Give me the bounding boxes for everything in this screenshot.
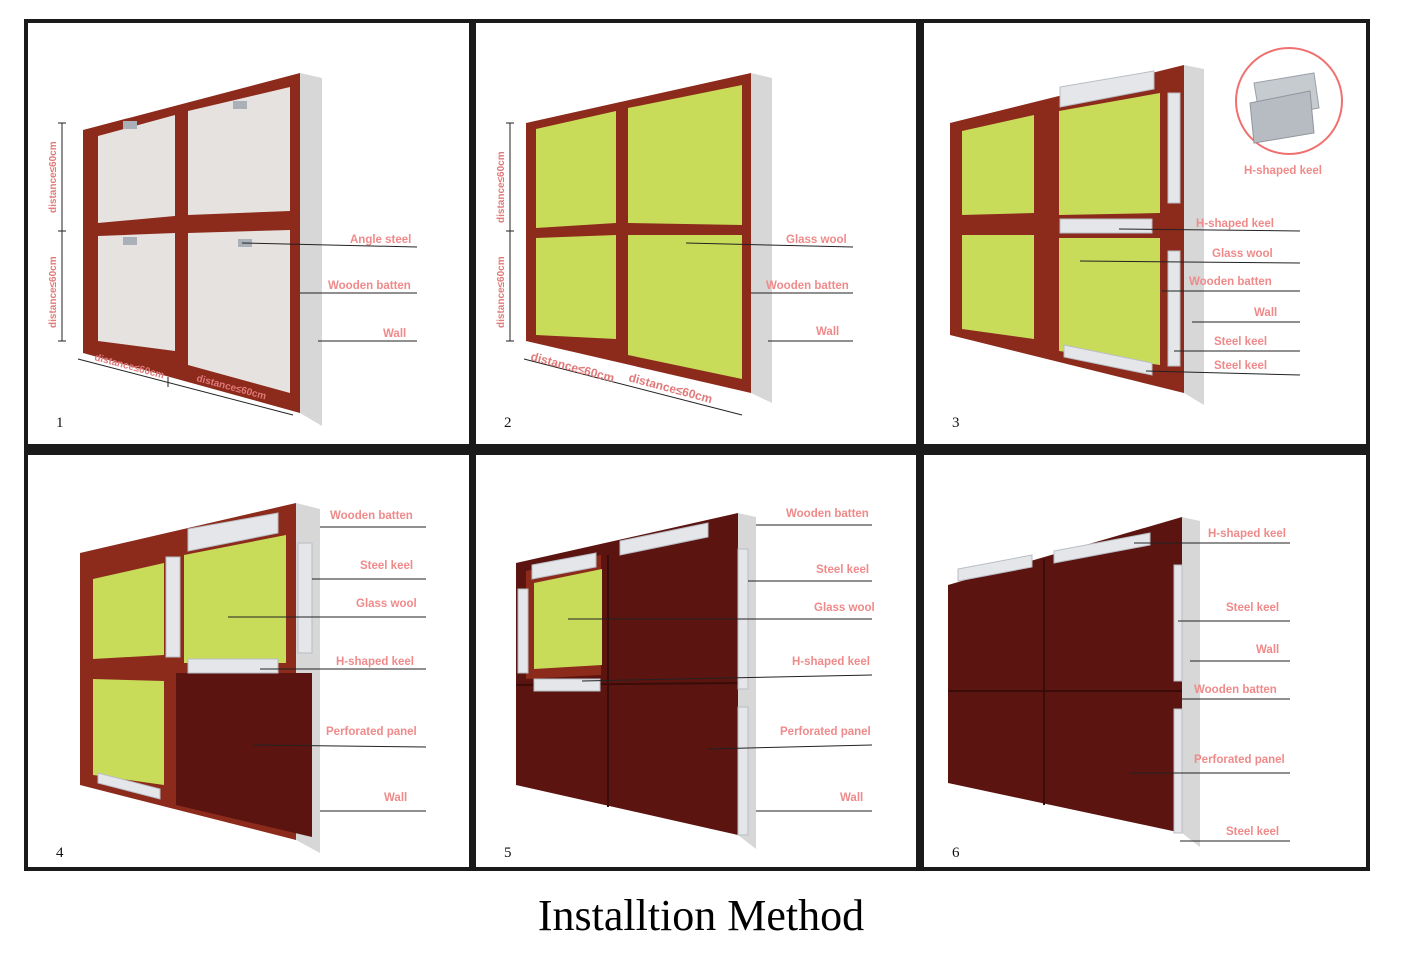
step-4-label-wooden-batten: Wooden batten bbox=[330, 510, 413, 522]
step-2-dim-vertical-1: distance≤60cm bbox=[496, 151, 507, 223]
step-2-label-wall: Wall bbox=[816, 326, 839, 338]
step-6-label-h-shaped-keel: H-shaped keel bbox=[1208, 528, 1286, 540]
step-1-illustration: distance≤60cm distance≤60cm distance≤60c… bbox=[48, 73, 418, 426]
step-5-number: 5 bbox=[504, 845, 512, 861]
step-4-label-wall: Wall bbox=[384, 792, 407, 804]
step-4-label-glass-wool: Glass wool bbox=[356, 598, 417, 610]
step-5-label-glass-wool: Glass wool bbox=[814, 602, 875, 614]
step-4-label-h-shaped-keel: H-shaped keel bbox=[336, 656, 414, 668]
step-6-panel: H-shaped keel Steel keel Wall Wooden bat… bbox=[924, 455, 1366, 867]
step-5-illustration: Wooden batten Steel keel Glass wool H-sh… bbox=[515, 508, 875, 849]
step-6-label-wall: Wall bbox=[1256, 644, 1279, 656]
step-5-label-wooden-batten: Wooden batten bbox=[786, 508, 869, 520]
step-4-label-perforated-panel: Perforated panel bbox=[326, 726, 417, 738]
step-1-panel: distance≤60cm distance≤60cm distance≤60c… bbox=[28, 23, 469, 444]
step-3-label-wall: Wall bbox=[1254, 307, 1277, 319]
step-3-label-h-shaped-keel: H-shaped keel bbox=[1196, 218, 1274, 230]
step-5-panel: Wooden batten Steel keel Glass wool H-sh… bbox=[476, 455, 916, 867]
step-2-label-glass-wool: Glass wool bbox=[786, 234, 847, 246]
step-2-panel: distance≤60cm distance≤60cm distance≤60c… bbox=[476, 23, 916, 444]
figure-caption: Installtion Method bbox=[537, 891, 865, 940]
step-5-label-perforated-panel: Perforated panel bbox=[780, 726, 871, 738]
step-4-panel: Wooden batten Steel keel Glass wool H-sh… bbox=[28, 455, 469, 867]
step-4-label-steel-keel: Steel keel bbox=[360, 560, 413, 572]
step-1-number: 1 bbox=[56, 415, 64, 431]
step-6-illustration: H-shaped keel Steel keel Wall Wooden bat… bbox=[948, 517, 1290, 847]
step-1-label-angle-steel: Angle steel bbox=[350, 234, 411, 246]
step-3-panel: H-shaped keel H-shaped keel Glass wool W… bbox=[924, 23, 1366, 444]
step-2-dim-vertical-2: distance≤60cm bbox=[496, 256, 507, 328]
step-3-number: 3 bbox=[952, 415, 960, 431]
step-2-label-wooden-batten: Wooden batten bbox=[766, 280, 849, 292]
step-3-label-wooden-batten: Wooden batten bbox=[1189, 276, 1272, 288]
step-1-label-wall: Wall bbox=[383, 328, 406, 340]
step-4-illustration: Wooden batten Steel keel Glass wool H-sh… bbox=[80, 503, 427, 853]
step-2-number: 2 bbox=[504, 415, 512, 431]
step-3-label-glass-wool: Glass wool bbox=[1212, 248, 1273, 260]
step-5-label-h-shaped-keel: H-shaped keel bbox=[792, 656, 870, 668]
step-5-label-steel-keel: Steel keel bbox=[816, 564, 869, 576]
step-3-illustration: H-shaped keel H-shaped keel Glass wool W… bbox=[950, 47, 1343, 405]
step-4-number: 4 bbox=[56, 845, 64, 861]
step-6-label-wooden-batten: Wooden batten bbox=[1194, 684, 1277, 696]
step-6-label-steel-keel-2: Steel keel bbox=[1226, 826, 1279, 838]
step-1-dim-vertical-1: distance≤60cm bbox=[48, 141, 59, 213]
step-1-label-wooden-batten: Wooden batten bbox=[328, 280, 411, 292]
step-3-inset-label-h-shaped-keel: H-shaped keel bbox=[1244, 165, 1322, 177]
step-5-label-wall: Wall bbox=[840, 792, 863, 804]
step-3-label-steel-keel-1: Steel keel bbox=[1214, 336, 1267, 348]
step-2-illustration: distance≤60cm distance≤60cm distance≤60c… bbox=[496, 73, 854, 416]
step-3-label-steel-keel-2: Steel keel bbox=[1214, 360, 1267, 372]
step-1-dim-vertical-2: distance≤60cm bbox=[48, 256, 59, 328]
step-6-label-perforated-panel: Perforated panel bbox=[1194, 754, 1285, 766]
step-6-number: 6 bbox=[952, 845, 960, 861]
installation-diagram-grid: distance≤60cm distance≤60cm distance≤60c… bbox=[24, 19, 1370, 871]
step-6-label-steel-keel-1: Steel keel bbox=[1226, 602, 1279, 614]
